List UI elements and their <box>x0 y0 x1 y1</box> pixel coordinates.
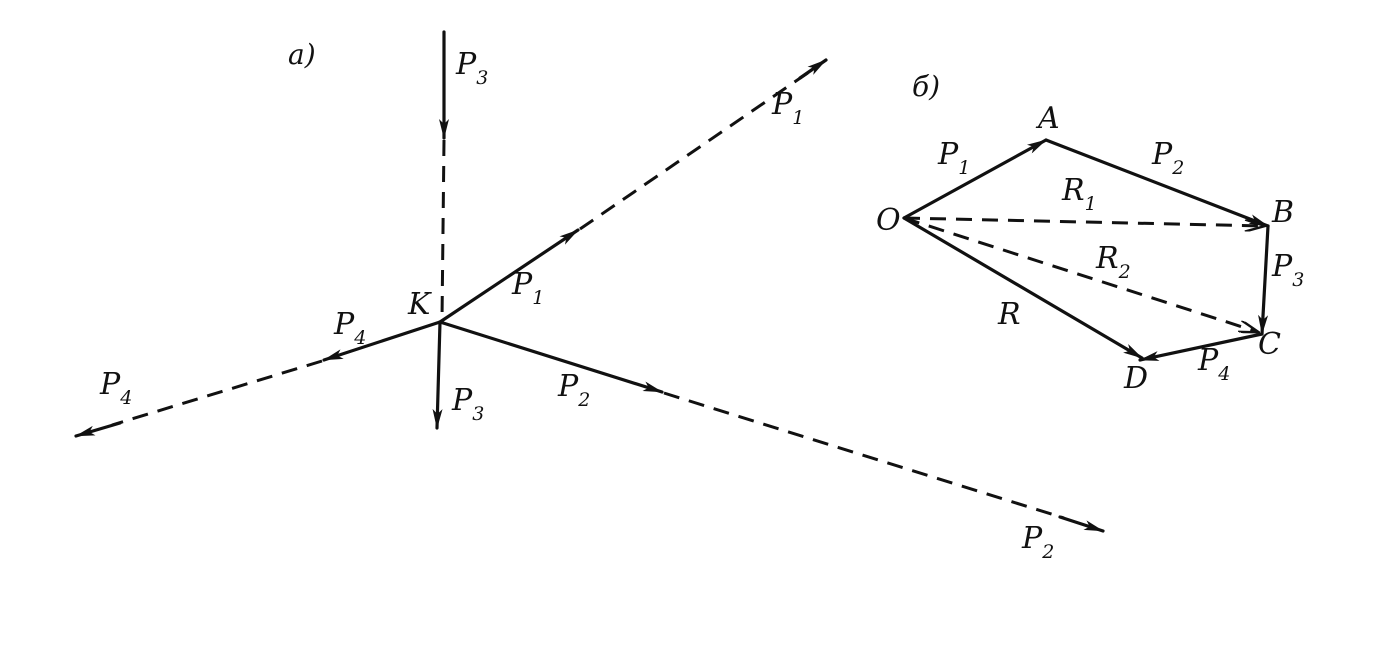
panel-b: б) P1 P2 P3 P4 R1 R2 R O A B C D <box>876 70 1304 396</box>
force-p1-arrow <box>438 228 580 324</box>
force-p3-line-of-action <box>440 139 446 321</box>
point-c-label: C <box>1258 327 1281 362</box>
force-p1-far-arrow <box>798 58 828 80</box>
force-p1-far-label: P1 <box>771 87 804 129</box>
force-p4-line-of-action <box>111 359 323 427</box>
panel-a: а) P3 P3 P1 P1 P2 P2 P4 P4 K <box>74 30 1105 563</box>
force-p4-label: P4 <box>333 307 366 349</box>
force-p2-line-of-action <box>663 391 1065 520</box>
r1-label: R1 <box>1061 173 1097 215</box>
force-p2-far-label: P2 <box>1021 521 1054 563</box>
resultant-r <box>902 216 1144 360</box>
point-b-label: B <box>1271 195 1294 230</box>
force-p2-label: P2 <box>557 369 590 411</box>
point-k-label: K <box>407 287 432 322</box>
point-o-label: O <box>876 203 901 238</box>
point-d-label: D <box>1123 361 1148 396</box>
point-a-label: A <box>1035 101 1060 136</box>
partial-resultant-r2 <box>903 216 1258 332</box>
panel-a-label: а) <box>288 38 316 71</box>
force-p4-arrow <box>322 320 442 362</box>
polygon-p3-label: P3 <box>1271 249 1304 291</box>
force-p4-far-arrow <box>74 421 122 438</box>
polygon-side-p4 <box>1138 332 1264 362</box>
polygon-side-p2 <box>1044 138 1270 228</box>
panel-b-label: б) <box>912 70 940 103</box>
force-p4-far-label: P4 <box>99 367 132 409</box>
force-p3-arrow <box>432 320 443 430</box>
force-p2-arrow <box>438 320 664 394</box>
force-p3-upper-label: P3 <box>455 47 488 89</box>
force-p1-label: P1 <box>511 267 544 309</box>
polygon-side-p1 <box>902 138 1048 220</box>
r-label: R <box>997 297 1021 332</box>
force-p2-far-arrow <box>1058 515 1105 533</box>
partial-resultant-r1 <box>903 216 1264 226</box>
polygon-p1-label: P1 <box>937 137 970 179</box>
polygon-side-p3 <box>1258 224 1270 336</box>
polygon-p2-label: P2 <box>1151 137 1184 179</box>
force-p1-line-of-action <box>579 68 813 231</box>
polygon-p4-label: P4 <box>1197 343 1230 385</box>
force-p3-label: P3 <box>451 383 484 425</box>
r2-label: R2 <box>1095 241 1131 283</box>
